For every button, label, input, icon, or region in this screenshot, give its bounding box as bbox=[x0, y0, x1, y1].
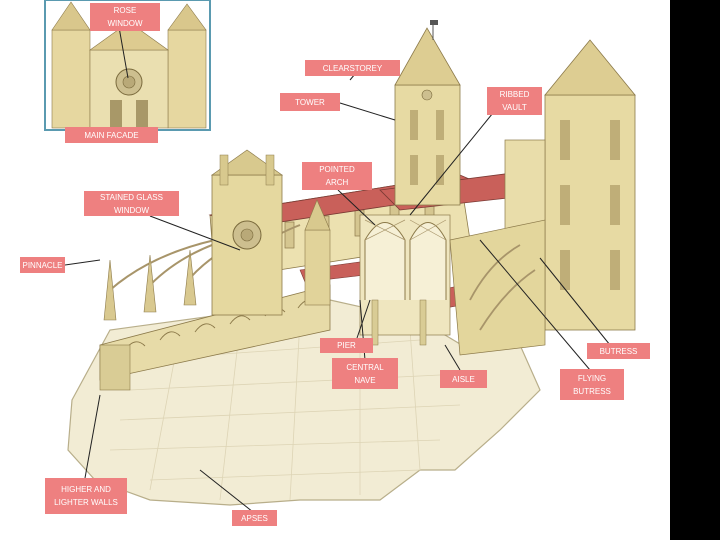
label-aisle: AISLE bbox=[440, 370, 487, 388]
nave-interior bbox=[359, 214, 451, 346]
label-flying-butress: FLYING BUTRESS bbox=[560, 369, 624, 400]
label-higher-and-lighter-walls: HIGHER AND LIGHTER WALLS bbox=[45, 478, 127, 514]
west-facade bbox=[210, 149, 331, 316]
label-central-nave: CENTRAL NAVE bbox=[332, 358, 398, 389]
label-ribbed-vault: RIBBED VAULT bbox=[487, 87, 542, 115]
label-pointed-arch: POINTED ARCH bbox=[302, 162, 372, 190]
label-pier: PIER bbox=[320, 338, 373, 353]
label-stained-glass-window: STAINED GLASS WINDOW bbox=[84, 191, 179, 216]
label-tower: TOWER bbox=[280, 93, 340, 111]
label-pinnacle: PINNACLE bbox=[20, 257, 65, 273]
label-clearstorey: CLEARSTOREY bbox=[305, 60, 400, 76]
label-main-facade: MAIN FACADE bbox=[65, 127, 158, 143]
inset-main-facade bbox=[44, 0, 211, 131]
right-tower bbox=[504, 39, 636, 331]
right-border-band bbox=[670, 0, 720, 540]
central-tower bbox=[394, 20, 461, 206]
leader-lines bbox=[64, 26, 611, 513]
label-apses: APSES bbox=[232, 510, 277, 526]
label-rose-window: ROSE WINDOW bbox=[90, 3, 160, 31]
label-butress: BUTRESS bbox=[587, 343, 650, 359]
